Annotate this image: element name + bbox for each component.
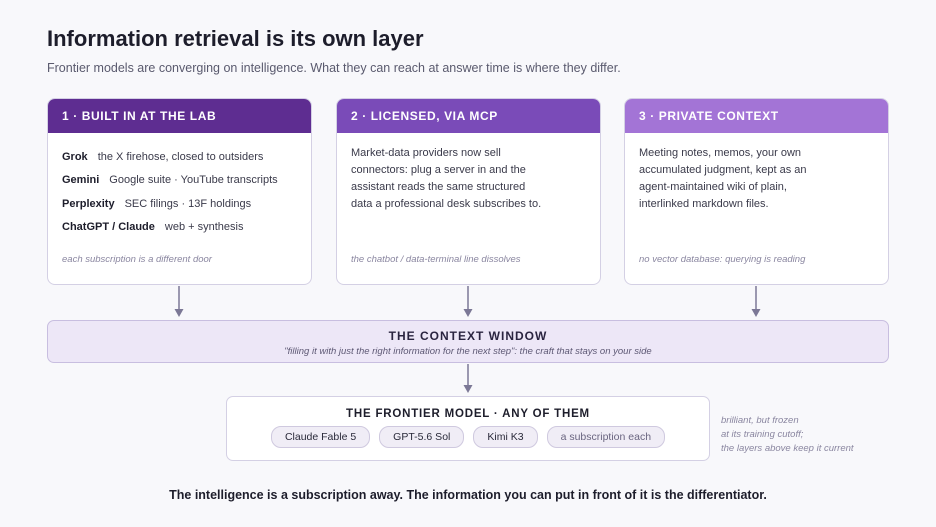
source-name: Gemini <box>62 174 100 187</box>
card-private-context: 3 · PRIVATE CONTEXT Meeting notes, memos… <box>624 98 889 285</box>
card-footnote: no vector database: querying is reading <box>639 254 806 265</box>
description-line: assistant reads the same structured <box>351 181 526 193</box>
source-description: web + synthesis <box>164 221 244 234</box>
side-note-line: the layers above keep it current <box>721 443 854 454</box>
description-line: interlinked markdown files. <box>639 198 769 210</box>
source-name: Perplexity <box>62 197 115 210</box>
card-description: Market-data providers now sell connector… <box>337 133 600 213</box>
model-chip: Kimi K3 <box>473 426 538 448</box>
list-item: ChatGPT / Claude web + synthesis <box>62 216 311 240</box>
list-item: Perplexity SEC filings · 13F holdings <box>62 192 311 216</box>
context-window-subtitle: "filling it with just the right informat… <box>284 346 652 357</box>
description-line: accumulated judgment, kept as an <box>639 164 807 176</box>
card-footnote: the chatbot / data-terminal line dissolv… <box>351 254 521 265</box>
description-line: Market-data providers now sell <box>351 147 501 159</box>
card-title: 2 · LICENSED, VIA MCP <box>337 99 600 133</box>
card-licensed-via-mcp: 2 · LICENSED, VIA MCP Market-data provid… <box>336 98 601 285</box>
source-description: Google suite · YouTube transcripts <box>109 174 278 187</box>
model-chip: GPT-5.6 Sol <box>379 426 465 448</box>
frontier-model-box: THE FRONTIER MODEL · ANY OF THEM Claude … <box>226 396 710 461</box>
source-list: Grok the X firehose, closed to outsiders… <box>48 133 311 239</box>
arrow-down-icon <box>751 286 761 317</box>
model-chip-list: Claude Fable 5 GPT-5.6 Sol Kimi K3 a sub… <box>227 426 709 448</box>
description-line: agent-maintained wiki of plain, <box>639 181 787 193</box>
description-line: Meeting notes, memos, your own <box>639 147 802 159</box>
source-name: Grok <box>62 150 88 163</box>
page-title: Information retrieval is its own layer <box>47 26 424 51</box>
arrow-down-icon <box>463 364 473 393</box>
card-title: 1 · BUILT IN AT THE LAB <box>48 99 311 133</box>
list-item: Grok the X firehose, closed to outsiders <box>62 145 311 169</box>
context-window-title: THE CONTEXT WINDOW <box>388 329 548 343</box>
card-built-in-at-the-lab: 1 · BUILT IN AT THE LAB Grok the X fireh… <box>47 98 312 285</box>
card-title: 3 · PRIVATE CONTEXT <box>625 99 888 133</box>
source-description: the X firehose, closed to outsiders <box>97 150 264 163</box>
arrow-down-icon <box>174 286 184 317</box>
model-chip: a subscription each <box>546 426 666 448</box>
source-description: SEC filings · 13F holdings <box>124 197 252 210</box>
arrow-down-icon <box>463 286 473 317</box>
context-window-box: THE CONTEXT WINDOW "filling it with just… <box>47 320 889 363</box>
list-item: Gemini Google suite · YouTube transcript… <box>62 169 311 193</box>
card-footnote: each subscription is a different door <box>62 254 212 265</box>
page-subtitle: Frontier models are converging on intell… <box>47 61 621 75</box>
description-line: connectors: plug a server in and the <box>351 164 526 176</box>
side-note-line: brilliant, but frozen <box>721 415 799 426</box>
description-line: data a professional desk subscribes to. <box>351 198 542 210</box>
model-chip: Claude Fable 5 <box>270 426 371 448</box>
conclusion-text: The intelligence is a subscription away.… <box>169 488 767 502</box>
side-note: brilliant, but frozen at its training cu… <box>721 414 854 456</box>
frontier-model-title: THE FRONTIER MODEL · ANY OF THEM <box>346 408 590 420</box>
side-note-line: at its training cutoff; <box>721 429 804 440</box>
source-name: ChatGPT / Claude <box>62 221 155 234</box>
card-description: Meeting notes, memos, your own accumulat… <box>625 133 888 213</box>
